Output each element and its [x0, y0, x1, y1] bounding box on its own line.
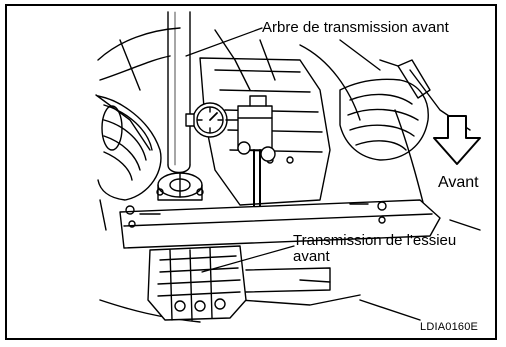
front-drive-shaft-label: Arbre de transmission avant	[262, 19, 449, 36]
axle-transmission-label-line2: avant	[293, 248, 330, 265]
axle-transmission-label-line1: Transmission de l'essieu	[293, 232, 457, 249]
right-exhaust-converter	[339, 59, 431, 161]
left-exhaust-converter	[97, 95, 162, 231]
vehicle-frame-lines	[95, 27, 481, 323]
dial-indicator-gauge	[185, 102, 247, 138]
front-drive-shaft	[167, 11, 191, 174]
magnetic-base-stand	[237, 95, 276, 221]
figure-code: LDIA0160E	[420, 321, 479, 333]
front-direction-label: Avant	[438, 174, 479, 191]
front-direction-arrow-icon	[433, 115, 481, 165]
cross-member	[119, 199, 441, 249]
leader-lines	[185, 27, 295, 273]
universal-joint	[156, 172, 204, 201]
front-axle-differential	[147, 245, 331, 321]
